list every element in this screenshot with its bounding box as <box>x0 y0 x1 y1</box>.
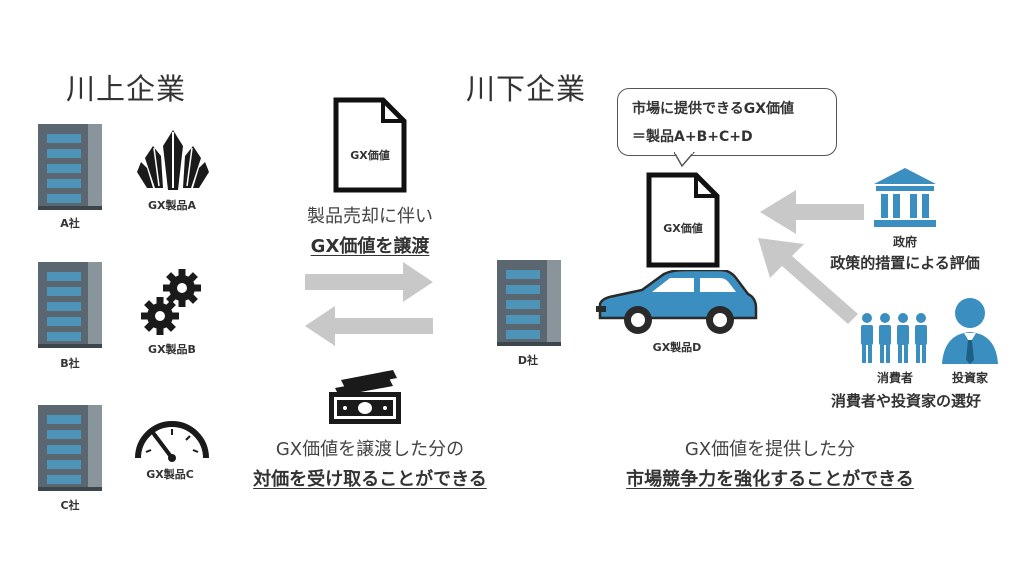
bubble-line2: ＝製品A+B+C+D <box>632 129 753 145</box>
product-label-a: GX製品A <box>147 199 197 212</box>
cash-icon <box>327 368 403 426</box>
company-label-c: C社 <box>60 499 80 512</box>
arrow-from-market-icon <box>758 238 862 326</box>
company-label-d: D社 <box>517 354 539 367</box>
company-label-a: A社 <box>60 217 80 230</box>
consumer-label: 消費者 <box>876 371 913 385</box>
gauge-icon <box>132 412 212 462</box>
building-icon-a <box>38 124 102 210</box>
product-label-c: GX製品C <box>146 468 194 481</box>
investor-icon <box>940 296 1000 364</box>
building-icon-d <box>497 260 561 346</box>
benefit-line2: 市場競争力を強化することができる <box>626 469 914 490</box>
investor-label: 投資家 <box>951 371 988 385</box>
arrow-from-government-icon <box>760 190 866 234</box>
crystal-icon <box>137 128 209 194</box>
downstream-doc-label: GX価値 <box>663 222 703 235</box>
document-icon-downstream <box>646 172 720 268</box>
document-icon-transfer <box>333 97 407 193</box>
building-icon-c <box>38 405 102 491</box>
transfer-doc-label: GX価値 <box>350 149 390 162</box>
value-bubble: 市場に提供できるGX価値 ＝製品A+B+C+D <box>617 88 837 156</box>
gears-icon <box>140 266 206 336</box>
transfer-line1: 製品売却に伴い <box>307 206 433 227</box>
bubble-tail <box>674 152 696 168</box>
market-caption: 消費者や投資家の選好 <box>830 392 981 410</box>
government-building-icon <box>872 168 938 228</box>
arrow-right-icon <box>305 262 435 302</box>
transfer-line2: GX価値を譲渡 <box>310 236 430 257</box>
consumers-icon <box>858 312 932 364</box>
government-label: 政府 <box>892 235 917 249</box>
car-icon <box>594 270 758 336</box>
benefit-line1: GX価値を提供した分 <box>684 439 856 460</box>
downstream-heading: 川下企業 <box>466 72 587 106</box>
building-icon-b <box>38 262 102 348</box>
receive-line1: GX価値を譲渡した分の <box>275 439 465 460</box>
receive-line2: 対価を受け取ることができる <box>253 469 487 490</box>
bubble-line1: 市場に提供できるGX価値 <box>632 101 795 117</box>
government-caption: 政策的措置による評価 <box>830 254 980 272</box>
product-label-b: GX製品B <box>148 343 196 356</box>
upstream-heading: 川上企業 <box>66 72 187 106</box>
product-label-d: GX製品D <box>652 341 702 354</box>
arrow-left-icon <box>305 306 435 346</box>
company-label-b: B社 <box>60 357 80 370</box>
